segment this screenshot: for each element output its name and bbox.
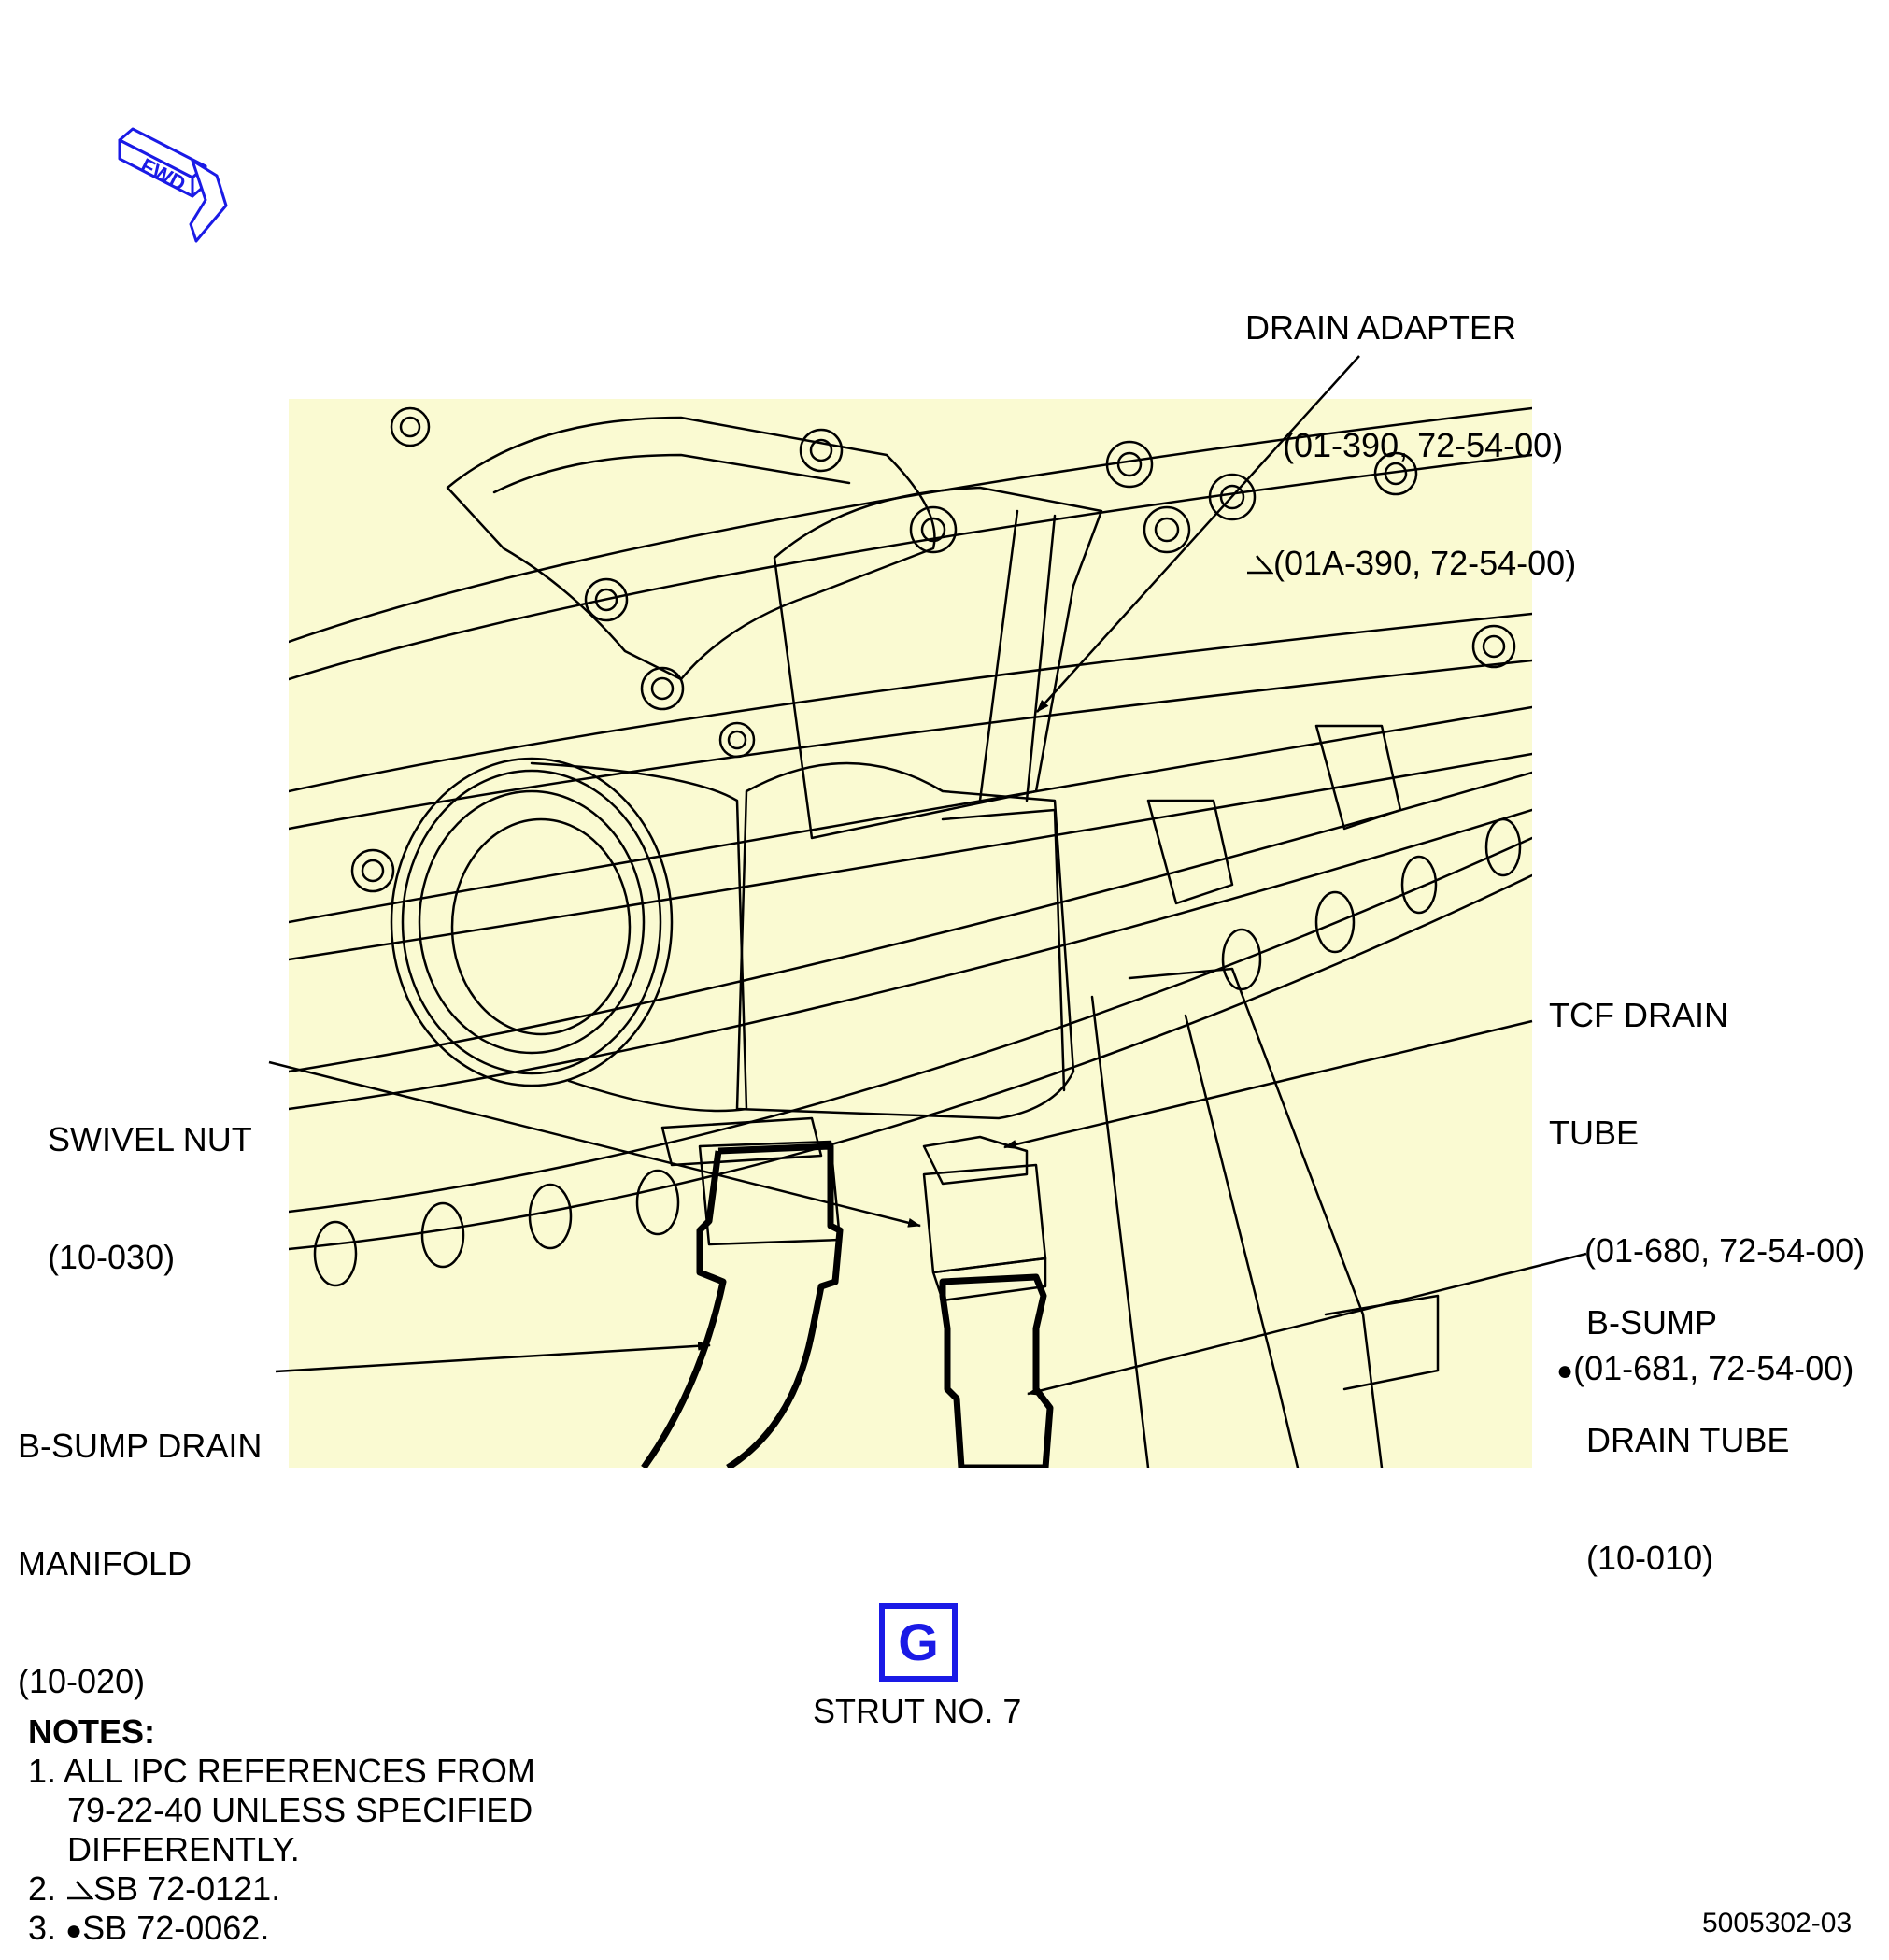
tcf-drain-tube-label-1: TCF DRAIN — [1549, 996, 1728, 1034]
view-caption: STRUT NO. 7 — [813, 1692, 1022, 1730]
b-sump-drain-tube-label-1: B-SUMP — [1586, 1303, 1718, 1342]
triangle-flag-icon — [67, 1881, 94, 1900]
tcf-drain-tube-label-2: TUBE — [1549, 1114, 1640, 1152]
drain-adapter-callout: DRAIN ADAPTER (01-390, 72-54-00) (01A-39… — [1245, 230, 1576, 622]
figure-number: 5005302-03 — [1702, 1908, 1853, 1939]
b-sump-drain-manifold-label-1: B-SUMP DRAIN — [18, 1427, 263, 1465]
note-2: 2. SB 72-0121. — [28, 1869, 535, 1909]
swivel-nut-callout: SWIVEL NUT (10-030) — [48, 1042, 252, 1316]
filled-circle-icon: ● — [1556, 1356, 1574, 1386]
notes-block: NOTES: 1. ALL IPC REFERENCES FROM 79-22-… — [28, 1712, 535, 1951]
fwd-arrow-icon: FWD — [118, 127, 228, 243]
note-2-number: 2. — [28, 1869, 57, 1908]
note-3-number: 3. — [28, 1909, 57, 1947]
note-1-number: 1. — [28, 1752, 57, 1790]
swivel-nut-label: SWIVEL NUT — [48, 1120, 252, 1158]
drain-adapter-ref-2: (01A-390, 72-54-00) — [1273, 544, 1577, 582]
view-letter-box: G — [879, 1603, 958, 1682]
tcf-drain-tube-callout: TCF DRAIN TUBE (01-680, 72-54-00) ●(01-6… — [1549, 917, 1865, 1430]
tcf-drain-tube-ref-1: (01-680, 72-54-00) — [1584, 1231, 1866, 1270]
b-sump-drain-tube-outline — [939, 1273, 1054, 1468]
b-sump-drain-manifold-callout: B-SUMP DRAIN MANIFOLD (10-020) — [18, 1348, 262, 1740]
note-1-line-2: 79-22-40 UNLESS SPECIFIED — [67, 1791, 533, 1829]
b-sump-drain-manifold-outline — [717, 1143, 844, 1468]
tcf-drain-tube-ref-2: (01-681, 72-54-00) — [1573, 1349, 1854, 1387]
b-sump-drain-tube-label-2: DRAIN TUBE — [1586, 1421, 1790, 1459]
note-1-line-3: DIFFERENTLY. — [67, 1830, 300, 1868]
view-letter: G — [898, 1612, 939, 1671]
note-1-line-1: ALL IPC REFERENCES FROM — [64, 1752, 535, 1790]
filled-circle-icon: ● — [65, 1915, 83, 1946]
drain-adapter-label: DRAIN ADAPTER — [1245, 308, 1517, 347]
swivel-nut-ref: (10-030) — [48, 1238, 176, 1276]
note-2-text: SB 72-0121. — [93, 1869, 281, 1908]
b-sump-drain-tube-callout: B-SUMP DRAIN TUBE (10-010) — [1586, 1225, 1789, 1617]
note-3: 3. ●SB 72-0062. — [28, 1909, 535, 1951]
notes-heading: NOTES: — [28, 1712, 156, 1751]
triangle-flag-icon — [1247, 555, 1273, 575]
note-1: 1. ALL IPC REFERENCES FROM — [28, 1752, 535, 1791]
b-sump-drain-manifold-label-2: MANIFOLD — [18, 1544, 192, 1583]
drain-adapter-ref-1: (01-390, 72-54-00) — [1283, 426, 1564, 464]
b-sump-drain-manifold-ref: (10-020) — [18, 1662, 146, 1700]
note-3-text: SB 72-0062. — [82, 1909, 270, 1947]
b-sump-drain-tube-ref: (10-010) — [1586, 1539, 1714, 1577]
